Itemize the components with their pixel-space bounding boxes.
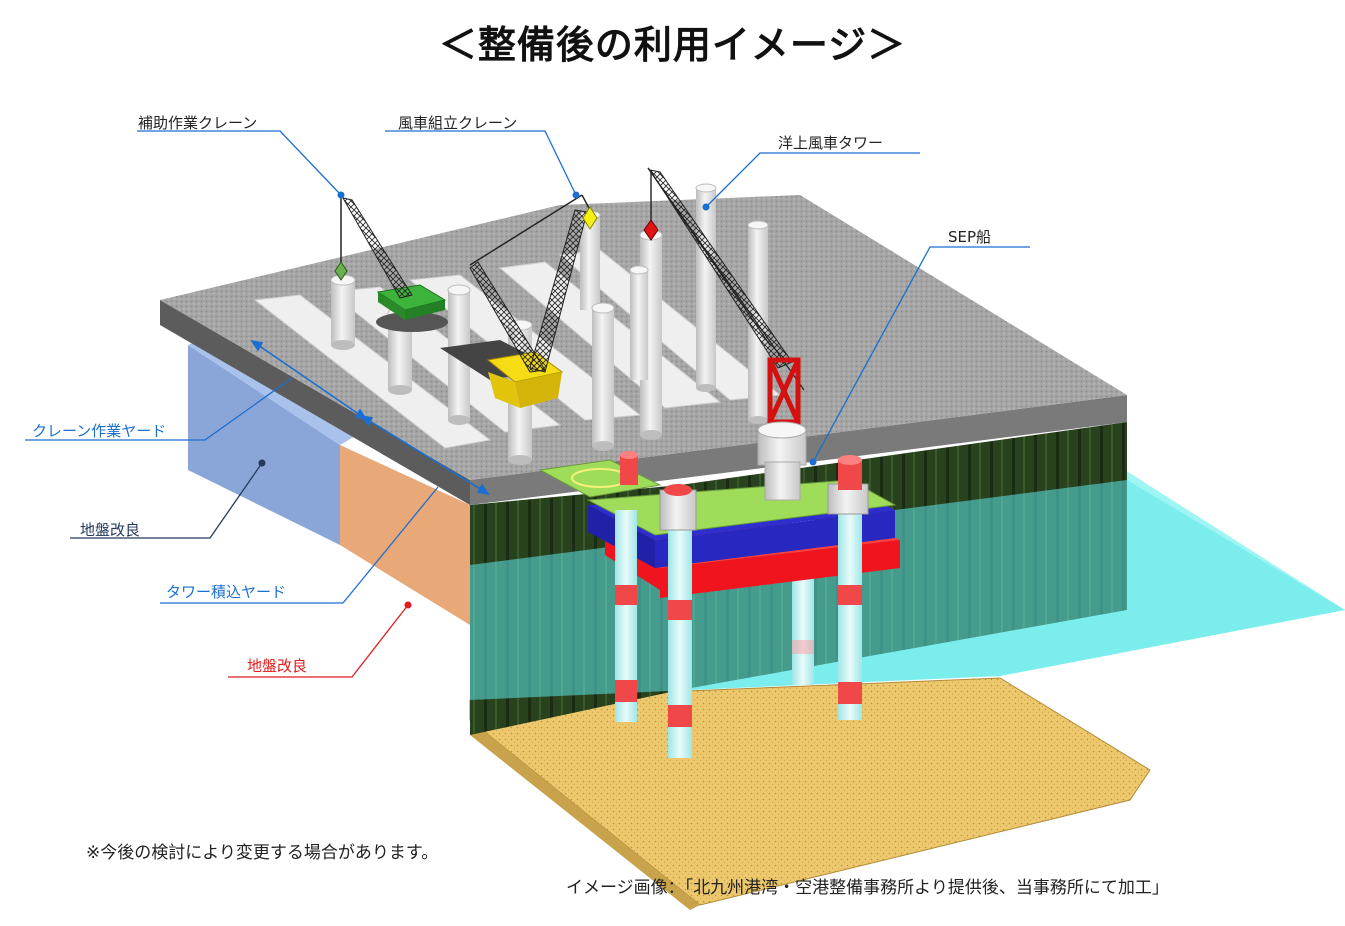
label-ground-improvement-red: 地盤改良 xyxy=(247,657,308,675)
label-tower-loading-yard: タワー積込ヤード xyxy=(166,583,287,601)
yard-slab-edge-left xyxy=(160,300,470,505)
assist-crane xyxy=(334,197,448,332)
windmill-assembly-crane xyxy=(440,194,598,408)
page-title: ＜整備後の利用イメージ＞ xyxy=(438,23,907,67)
label-assist-crane: 補助作業クレーン xyxy=(138,114,258,132)
sep-ship xyxy=(586,421,900,758)
label-windmill-assembly-crane: 風車組立クレーン xyxy=(398,114,518,132)
image-credit: イメージ画像：「北九州港湾・空港整備事務所より提供後、当事務所にて加工」 xyxy=(566,878,1169,898)
leader-lines xyxy=(25,130,1030,678)
yard-dimension-arrows xyxy=(250,339,490,496)
label-crane-work-yard: クレーン作業ヤード xyxy=(32,422,167,440)
label-sep-ship: SEP船 xyxy=(948,228,992,246)
disclaimer-note: ※今後の検討により変更する場合があります。 xyxy=(86,843,439,863)
label-ground-improvement-blue: 地盤改良 xyxy=(80,521,141,539)
label-offshore-windmill-tower: 洋上風車タワー xyxy=(778,134,884,152)
landing-pad xyxy=(538,459,662,498)
